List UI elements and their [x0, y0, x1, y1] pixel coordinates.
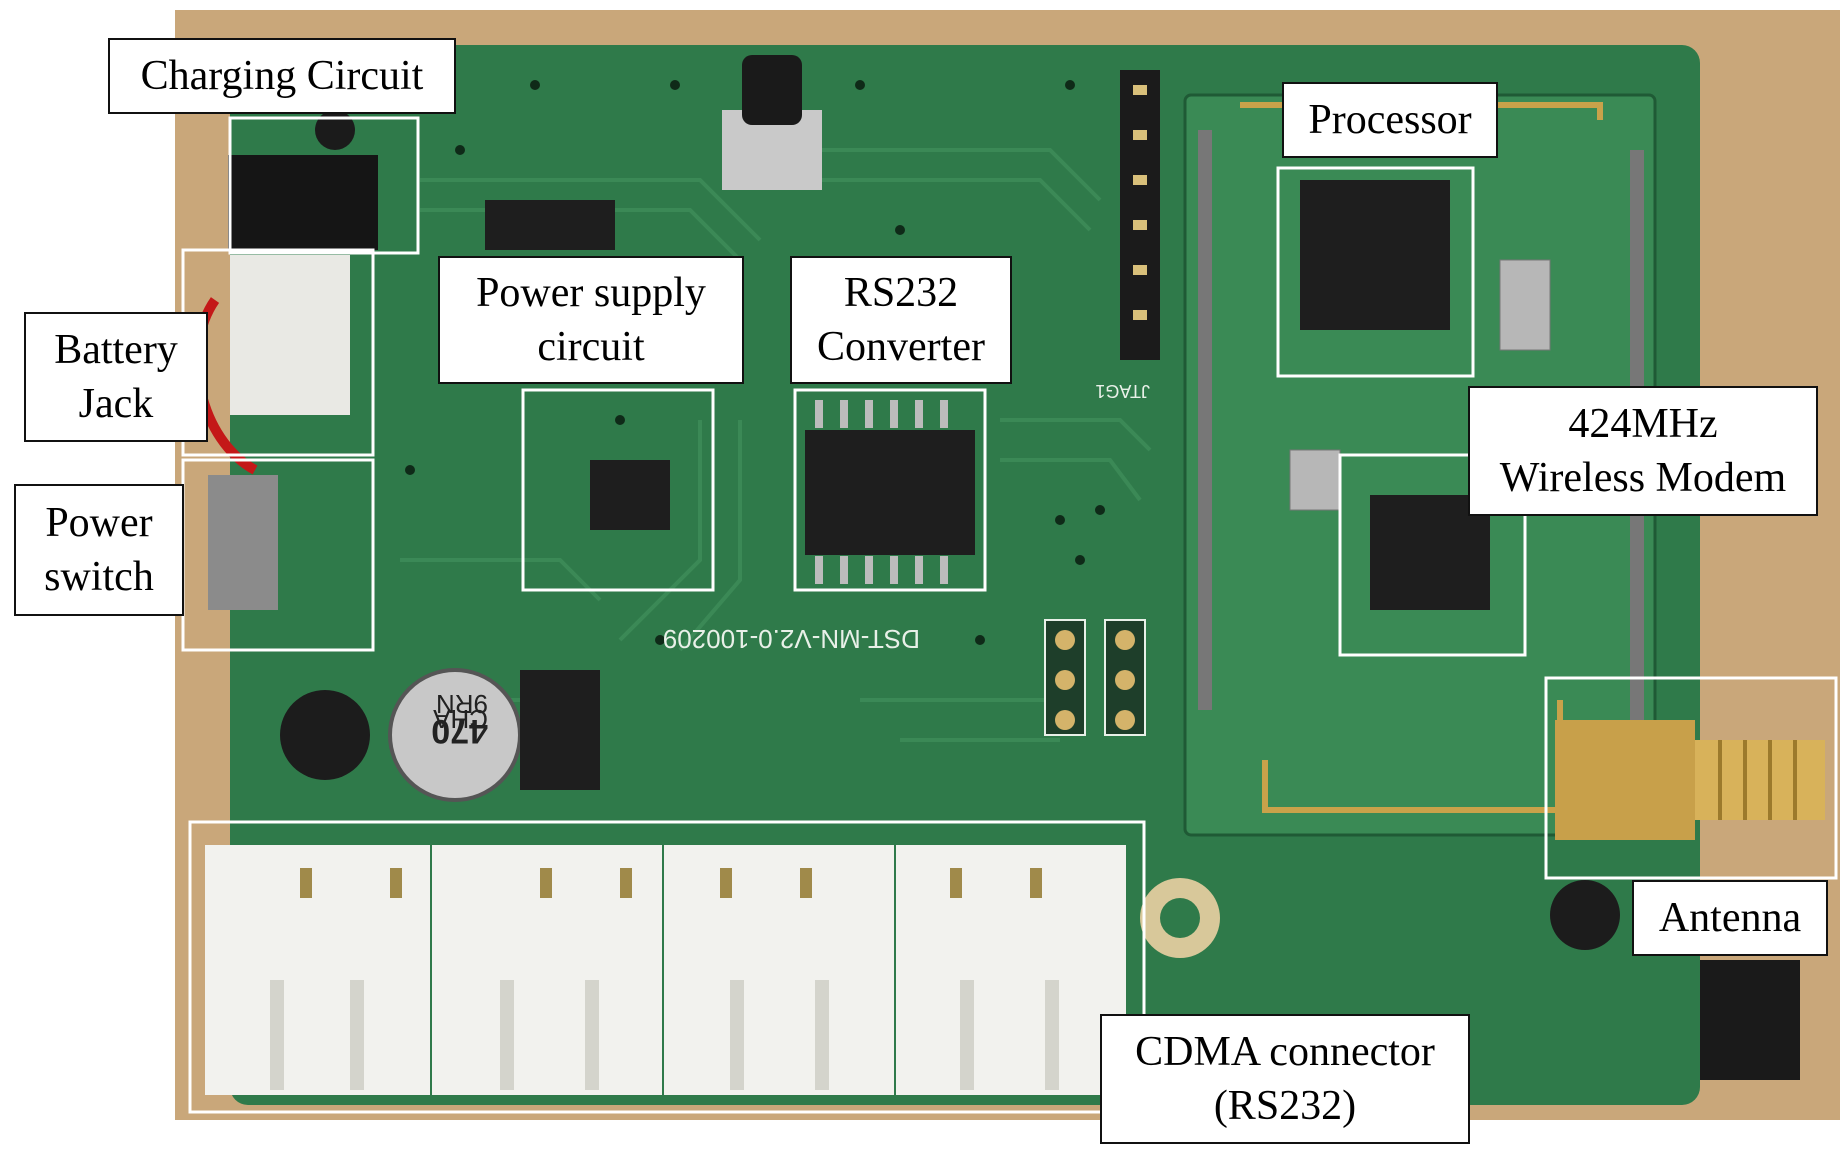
charging-screw — [315, 110, 355, 150]
capacitor-series: 9RN — [436, 689, 488, 719]
antenna-threads — [1718, 740, 1797, 820]
crystal-modem — [1289, 449, 1341, 511]
charging-jack — [228, 155, 378, 250]
crystal-processor — [1499, 259, 1551, 351]
label-charging-circuit: Charging Circuit — [108, 38, 456, 114]
power-switch-body — [208, 475, 278, 610]
capacitor-code: CHA — [432, 704, 488, 734]
rs232-ic-legs — [815, 400, 948, 584]
label-processor: Processor — [1282, 82, 1498, 158]
inductor — [520, 670, 600, 790]
label-power-switch-line2: switch — [44, 554, 154, 600]
label-rs232-line2: Converter — [817, 324, 985, 370]
mounting-screw-right — [1550, 880, 1620, 950]
highlight-power-supply — [521, 388, 715, 592]
processor-chip — [1300, 180, 1450, 330]
power-supply-ic — [590, 460, 670, 530]
label-battery-line2: Jack — [78, 381, 154, 427]
antenna-connector-barrel — [1695, 740, 1825, 820]
label-modem-line2: Wireless Modem — [1499, 455, 1787, 501]
jtag-silk: JTAG1 — [1095, 381, 1150, 401]
label-battery-line1: Battery — [54, 327, 178, 373]
module-pin-row-left — [1198, 130, 1212, 710]
label-charging-circuit-text: Charging Circuit — [140, 53, 424, 99]
battery-jack-body — [230, 255, 350, 415]
mounting-screw-left — [280, 690, 370, 780]
highlight-processor — [1276, 166, 1475, 378]
label-power-switch-line1: Power — [45, 500, 153, 546]
label-cdma-connector: CDMA connector (RS232) — [1100, 1014, 1470, 1144]
tactile-switch-cap — [742, 55, 802, 125]
label-battery-jack: Battery Jack — [24, 312, 208, 442]
board-id-silk: DST-MN-V2.0-100209 — [663, 624, 920, 654]
rs232-ic — [805, 430, 975, 555]
highlight-antenna — [1544, 676, 1838, 880]
label-rs232-converter: RS232 Converter — [790, 256, 1012, 384]
capacitor-value: 470 — [431, 712, 488, 750]
label-power-supply-line2: circuit — [537, 324, 645, 370]
label-rs232-line1: RS232 — [843, 270, 959, 316]
highlight-rs232 — [793, 388, 987, 592]
label-processor-text: Processor — [1308, 97, 1472, 143]
label-cdma-line1: CDMA connector — [1135, 1029, 1435, 1075]
highlight-charging — [228, 116, 420, 255]
antenna-connector-base — [1555, 720, 1695, 840]
jtag-pins — [1133, 85, 1147, 320]
label-cdma-line2: (RS232) — [1213, 1083, 1357, 1129]
label-modem-line1: 424MHz — [1568, 401, 1718, 447]
highlight-cdma — [188, 820, 1146, 1114]
regulator — [485, 200, 615, 250]
highlight-modem — [1338, 453, 1527, 657]
jumper-pads — [1055, 630, 1135, 730]
label-antenna-text: Antenna — [1658, 895, 1802, 941]
label-power-switch: Power switch — [14, 484, 184, 616]
mounting-hole-inner — [1160, 898, 1200, 938]
label-antenna: Antenna — [1632, 880, 1828, 956]
label-power-supply-circuit: Power supply circuit — [438, 256, 744, 384]
cdma-connectors — [205, 845, 1126, 1095]
label-power-supply-line1: Power supply — [476, 270, 706, 316]
label-wireless-modem: 424MHz Wireless Modem — [1468, 386, 1818, 516]
